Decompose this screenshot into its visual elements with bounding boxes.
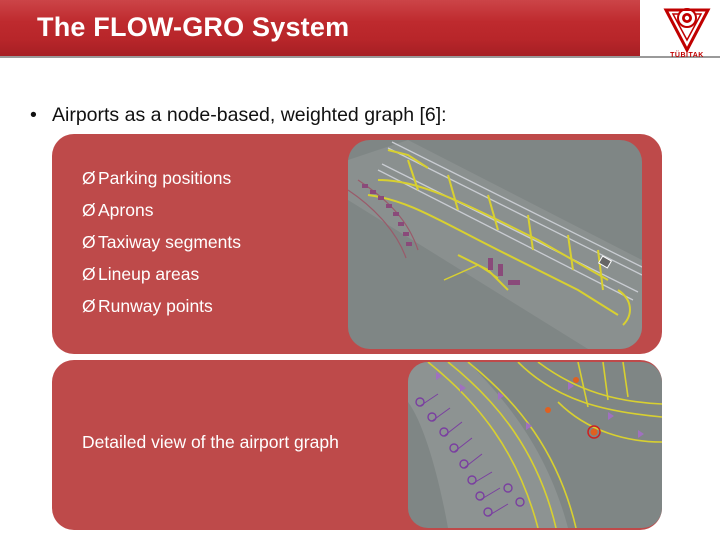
arrow-marker-icon: Ø — [82, 168, 96, 188]
detail-caption: Detailed view of the airport graph — [82, 432, 339, 452]
title-bar: The FLOW-GRO System — [0, 0, 640, 56]
airport-detail-drawing — [408, 362, 662, 528]
list-item-label: Runway points — [98, 296, 213, 316]
bullet-text: Airports as a node-based, weighted graph… — [52, 104, 447, 126]
bullet-dot-icon: • — [30, 104, 37, 126]
logo-label: TÜBİTAK — [670, 52, 704, 59]
list-item-label: Taxiway segments — [98, 232, 241, 252]
arrow-marker-icon: Ø — [82, 232, 96, 252]
airport-overview-drawing — [348, 140, 642, 349]
arrow-marker-icon: Ø — [82, 264, 96, 284]
tubitak-logo-icon — [663, 8, 711, 54]
arrow-marker-icon: Ø — [82, 200, 96, 220]
list-item-label: Aprons — [98, 200, 154, 220]
slide-title: The FLOW-GRO System — [37, 12, 350, 42]
airport-graph-detail-image — [408, 362, 662, 528]
list-item-label: Parking positions — [98, 168, 232, 188]
airport-graph-overview-image — [348, 140, 642, 349]
title-underline — [0, 56, 720, 58]
title-shine — [0, 0, 640, 22]
main-bullet: • Airports as a node-based, weighted grap… — [30, 104, 447, 127]
list-item-label: Lineup areas — [98, 264, 200, 284]
arrow-marker-icon: Ø — [82, 296, 96, 316]
